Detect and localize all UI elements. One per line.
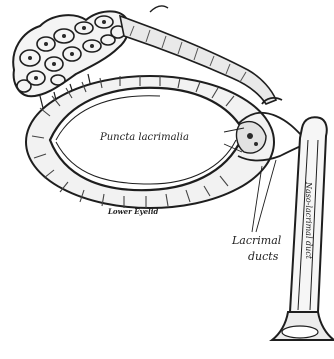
label-lacrimal-ducts-line2: ducts <box>248 250 279 263</box>
label-lacrimal-ducts-line1: Lacrimal <box>231 234 282 247</box>
label-lower-eyelid: Lower Eyelid <box>107 207 158 216</box>
label-nasolacrimal-duct: Naso-lacrimal duct <box>304 181 313 260</box>
label-puncta-lacrimalia: Puncta lacrimalia <box>99 132 189 143</box>
nasolacrimal-duct <box>272 117 334 340</box>
